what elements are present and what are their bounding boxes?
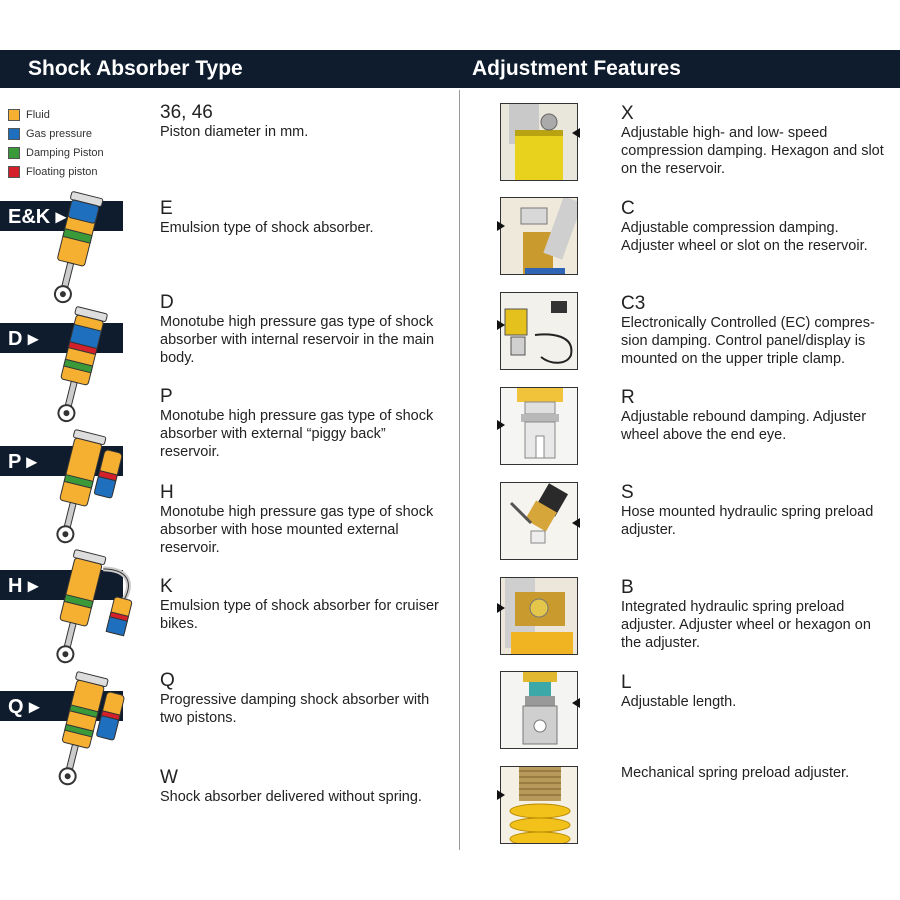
feature-c: C Adjustable compression damping. Adjust… <box>621 199 889 255</box>
header-bar <box>0 50 900 88</box>
feature-code: B <box>621 577 634 598</box>
feature-b-photo <box>500 577 578 655</box>
feature-x-photo <box>500 103 578 181</box>
type-description: Emulsion type of shock absorber for crui… <box>160 598 439 632</box>
tab-label: H ▸ <box>8 575 39 597</box>
feature-description: Adjustable rebound damping. Adjuster whe… <box>621 409 867 443</box>
shock-type-h: H Monotube high pressure gas type of sho… <box>160 483 440 557</box>
legend-label: Gas pressure <box>26 127 93 140</box>
shock-type-p: P Monotube high pressure gas type of sho… <box>160 387 440 461</box>
piggy-back-shock-illustration <box>56 429 123 544</box>
type-code: K <box>160 576 173 597</box>
pointer-arrow-icon <box>572 518 580 528</box>
legend-label: Damping Piston <box>26 146 104 159</box>
emulsion-shock-illustration <box>53 191 104 304</box>
feature-c-photo <box>500 197 578 275</box>
feature-mechanical-preload: Mechanical spring preload adjuster. <box>621 764 889 782</box>
tab-label: E&K ▸ <box>8 206 66 228</box>
feature-s: S Hose mounted hydraulic spring preload … <box>621 483 889 539</box>
feature-mechanical-preload-photo <box>500 766 578 844</box>
feature-description: Adjustable high- and low- speed compress… <box>621 125 884 177</box>
shock-type-d: D Monotube high pressure gas type of sho… <box>160 293 440 367</box>
feature-code: C <box>621 198 635 219</box>
tab-label: D ▸ <box>8 328 39 350</box>
feature-l: L Adjustable length. <box>621 673 889 711</box>
feature-s-photo <box>500 482 578 560</box>
type-code: 36, 46 <box>160 102 213 123</box>
left-section-title: Shock Absorber Type <box>28 57 243 80</box>
pointer-arrow-icon <box>497 420 505 430</box>
feature-description: Hose mounted hydraulic spring preload ad… <box>621 504 874 538</box>
floating-piston-swatch <box>8 165 20 178</box>
type-description: Shock absorber delivered without spring. <box>160 789 422 805</box>
legend-label: Floating piston <box>26 165 98 178</box>
feature-x: X Adjustable high- and low- speed compre… <box>621 104 889 178</box>
type-code: E <box>160 198 173 219</box>
feature-code: C3 <box>621 293 646 314</box>
pointer-arrow-icon <box>497 221 505 231</box>
feature-l-photo <box>500 671 578 749</box>
feature-code: X <box>621 103 634 124</box>
feature-description: Electronically Controlled (EC) compres-s… <box>621 315 875 367</box>
legend-item-floating-piston: Floating piston <box>8 162 104 181</box>
type-description: Piston diameter in mm. <box>160 124 309 140</box>
tab-h: H ▸ <box>0 570 123 600</box>
feature-description: Integrated hydraulic spring preload adju… <box>621 599 871 651</box>
shock-type-w: W Shock absorber delivered without sprin… <box>160 768 440 806</box>
tab-label: P ▸ <box>8 451 37 473</box>
feature-description: Adjustable length. <box>621 694 737 710</box>
legend-label: Fluid <box>26 108 50 121</box>
shock-type-e: E Emulsion type of shock absorber. <box>160 199 440 237</box>
hose-reservoir-shock-illustration <box>56 549 133 664</box>
pointer-arrow-icon <box>497 790 505 800</box>
feature-description: Adjustable compression damping. Adjuster… <box>621 220 868 254</box>
type-code: H <box>160 482 174 503</box>
type-description: Monotube high pressure gas type of shock… <box>160 504 434 556</box>
shock-type-piston-diameter: 36, 46 Piston diameter in mm. <box>160 103 440 141</box>
type-description: Progressive damping shock absorber with … <box>160 692 430 726</box>
shock-type-q: Q Progressive damping shock absorber wit… <box>160 671 440 727</box>
type-description: Monotube high pressure gas type of shock… <box>160 408 434 460</box>
progressive-damping-shock-illustration <box>58 671 125 786</box>
legend-item-gas: Gas pressure <box>8 124 104 143</box>
shock-type-k: K Emulsion type of shock absorber for cr… <box>160 577 440 633</box>
fluid-swatch <box>8 108 20 121</box>
feature-c3: C3 Electronically Controlled (EC) compre… <box>621 294 889 368</box>
feature-description: Mechanical spring preload adjuster. <box>621 765 850 781</box>
type-code: P <box>160 386 173 407</box>
feature-r-photo <box>500 387 578 465</box>
type-description: Monotube high pressure gas type of shock… <box>160 314 435 366</box>
tab-ek: E&K ▸ <box>0 201 123 231</box>
feature-b: B Integrated hydraulic spring preload ad… <box>621 578 889 652</box>
pointer-arrow-icon <box>572 698 580 708</box>
legend: Fluid Gas pressure Damping Piston Floati… <box>8 105 104 181</box>
type-code: W <box>160 767 178 788</box>
feature-r: R Adjustable rebound damping. Adjuster w… <box>621 388 889 444</box>
right-section-title: Adjustment Features <box>472 57 681 80</box>
pointer-arrow-icon <box>497 603 505 613</box>
column-divider <box>459 90 460 850</box>
type-description: Emulsion type of shock absorber. <box>160 220 374 236</box>
tab-label: Q ▸ <box>8 696 40 718</box>
feature-code: L <box>621 672 632 693</box>
feature-code: S <box>621 482 634 503</box>
type-code: D <box>160 292 174 313</box>
damping-piston-swatch <box>8 146 20 159</box>
pointer-arrow-icon <box>497 320 505 330</box>
legend-item-fluid: Fluid <box>8 105 104 124</box>
legend-item-damping-piston: Damping Piston <box>8 143 104 162</box>
gas-swatch <box>8 127 20 140</box>
pointer-arrow-icon <box>572 128 580 138</box>
monotube-internal-reservoir-illustration <box>57 306 108 423</box>
feature-c3-photo <box>500 292 578 370</box>
feature-code: R <box>621 387 635 408</box>
type-code: Q <box>160 670 175 691</box>
